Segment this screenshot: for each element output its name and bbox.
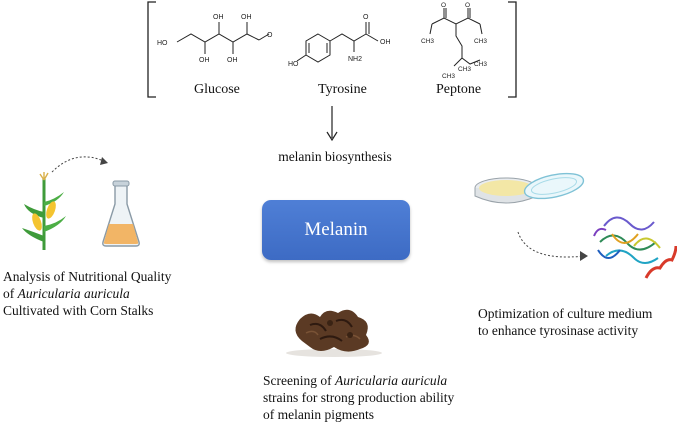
precursor-bracket xyxy=(147,1,517,98)
left-caption: Analysis of Nutritional Quality of Auric… xyxy=(3,268,171,319)
left-caption-line3: Cultivated with Corn Stalks xyxy=(3,303,154,318)
glucose-structure: HO OH OH OH OH O xyxy=(157,14,273,64)
species-name: Auricularia auricula xyxy=(17,286,130,301)
peptone-atom: O xyxy=(465,2,470,9)
flask-icon xyxy=(102,180,140,247)
glucose-atom: OH xyxy=(199,57,210,64)
tyrosinase-protein-icon xyxy=(593,216,677,279)
glucose-atom: HO xyxy=(157,40,168,47)
left-caption-line2: of Auricularia auricula xyxy=(3,285,171,302)
peptone-atom: CH3 xyxy=(458,66,471,73)
peptone-atom: CH3 xyxy=(474,61,487,68)
right-caption: Optimization of culture medium to enhanc… xyxy=(478,305,652,339)
glucose-label: Glucose xyxy=(194,82,240,97)
corn-plant-icon xyxy=(22,172,66,250)
species-name: Auricularia auricula xyxy=(334,373,448,388)
glucose-atom: OH xyxy=(213,14,224,21)
tyrosine-structure: HO NH2 O OH xyxy=(288,14,391,68)
right-caption-line1: Optimization of culture medium xyxy=(478,306,653,321)
petri-dish-icon xyxy=(474,172,585,204)
tyrosine-atom: OH xyxy=(380,39,391,46)
glucose-atom: OH xyxy=(241,14,252,21)
tyrosine-label: Tyrosine xyxy=(318,82,367,97)
peptone-structure: O O CH3 CH3 CH3 CH3 CH3 xyxy=(421,2,487,80)
peptone-label: Peptone xyxy=(436,82,482,97)
glucose-atom: OH xyxy=(227,57,238,64)
dashed-arrow-icon xyxy=(517,231,588,261)
dashed-arrow-icon xyxy=(51,156,108,173)
peptone-atom: CH3 xyxy=(474,38,487,45)
down-arrow-icon xyxy=(326,106,338,142)
pathway-label: melanin biosynthesis xyxy=(278,149,392,164)
peptone-atom: CH3 xyxy=(442,73,455,80)
peptone-atom: O xyxy=(441,2,446,9)
tyrosine-atom: NH2 xyxy=(348,56,362,63)
left-caption-line1: Analysis of Nutritional Quality xyxy=(3,269,172,284)
bottom-caption-line2: strains for strong production ability xyxy=(263,390,455,405)
melanin-box: Melanin xyxy=(262,200,410,260)
left-caption-line2-prefix: of xyxy=(3,286,18,301)
right-caption-line2: to enhance tyrosinase activity xyxy=(478,323,639,338)
bottom-caption: Screening of Auricularia auricula strain… xyxy=(263,372,454,423)
bottom-caption-line1-prefix: Screening of xyxy=(263,373,335,388)
auricularia-image xyxy=(286,309,382,357)
glucose-atom: O xyxy=(267,32,273,39)
peptone-atom: CH3 xyxy=(421,38,434,45)
tyrosine-atom: O xyxy=(363,14,369,21)
bottom-caption-line3: of melanin pigments xyxy=(263,407,374,422)
tyrosine-atom: HO xyxy=(288,61,299,68)
bottom-caption-line1: Screening of Auricularia auricula xyxy=(263,372,454,389)
